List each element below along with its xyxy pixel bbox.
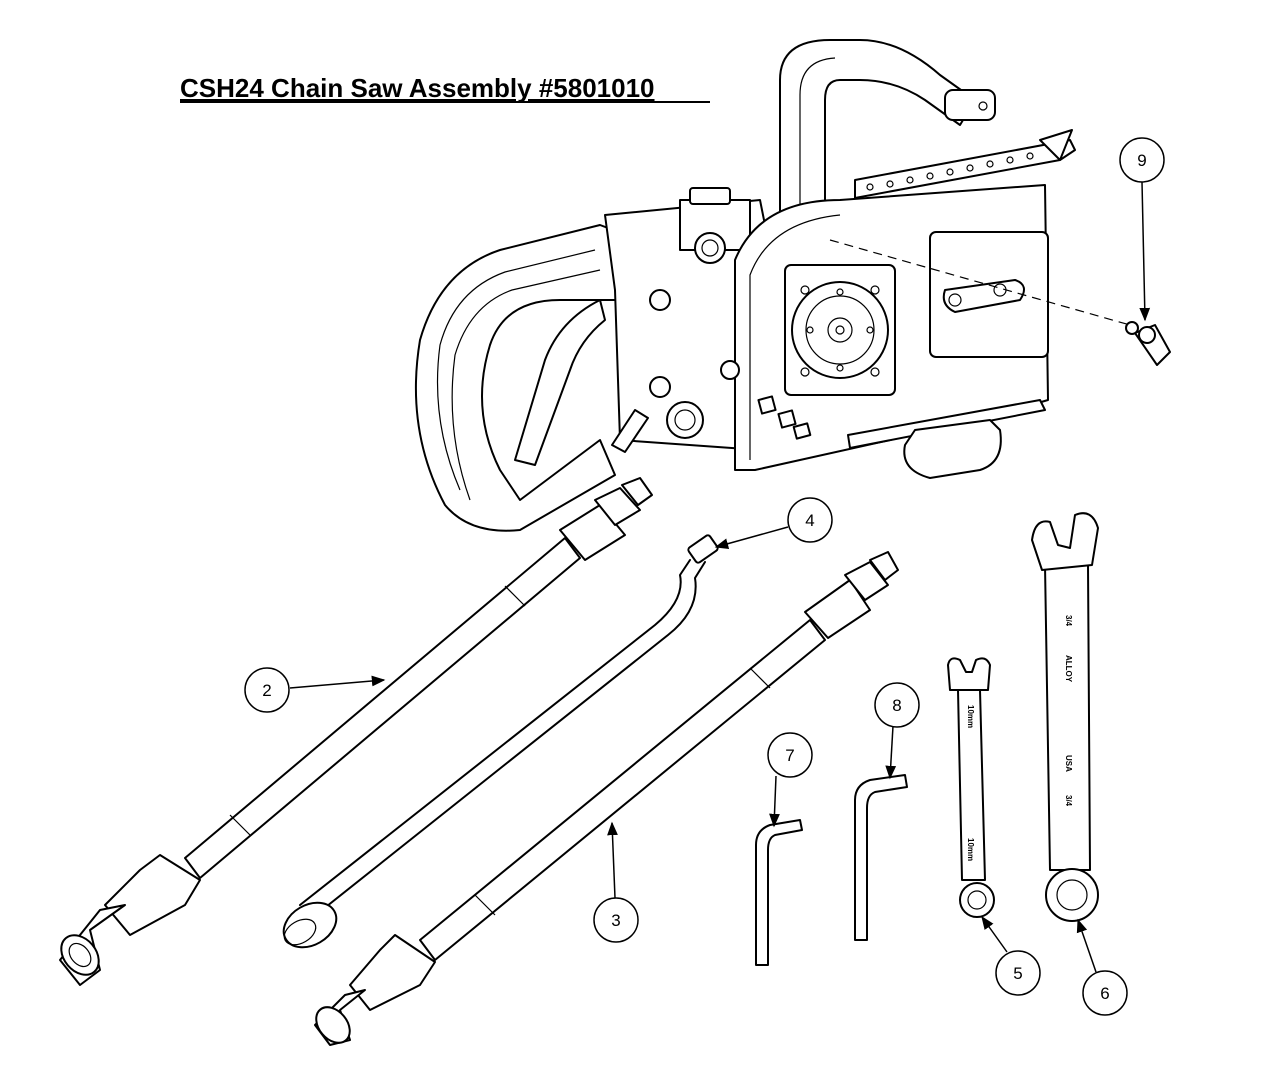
- callout-7: 7: [767, 732, 813, 828]
- chain-saw-body: [414, 39, 1076, 532]
- hydraulic-hose-part-2: [59, 477, 653, 986]
- wrench-large-origin: USA: [1064, 755, 1073, 772]
- callout-number-3: 3: [611, 911, 620, 930]
- wrench-large-brand: ALLOY: [1064, 655, 1073, 683]
- callout-2: 2: [244, 667, 386, 713]
- lube-line-part-4: [282, 534, 719, 949]
- diagram-title: CSH24 Chain Saw Assembly #5801010: [180, 73, 655, 103]
- callout-3: 3: [593, 821, 639, 943]
- callout-number-5: 5: [1013, 964, 1022, 983]
- assembly-line-9: [829, 239, 1131, 326]
- callout-4: 4: [714, 497, 833, 549]
- callout-9: 9: [1119, 137, 1165, 322]
- wrench-small-size-bottom: 10mm: [966, 838, 975, 861]
- wrench-part-6: 3/4 ALLOY USA 3/4: [1031, 512, 1099, 922]
- hydraulic-hose-part-3: [314, 551, 899, 1046]
- wrench-part-5: 10mm 10mm: [947, 657, 995, 918]
- hex-key-part-7: [755, 819, 803, 966]
- callout-number-4: 4: [805, 511, 814, 530]
- callout-8: 8: [874, 682, 920, 780]
- wrench-small-size-top: 10mm: [966, 705, 975, 728]
- hex-key-part-8: [854, 774, 908, 941]
- callout-5: 5: [981, 915, 1041, 996]
- callout-6: 6: [1076, 918, 1128, 1016]
- wrench-large-size-d: 3/4: [1064, 795, 1073, 807]
- callout-number-9: 9: [1137, 151, 1146, 170]
- callout-number-6: 6: [1100, 984, 1109, 1003]
- wrench-large-size-a: 3/4: [1064, 615, 1073, 627]
- callout-number-8: 8: [892, 696, 901, 715]
- bolt-part-9: [1125, 321, 1171, 366]
- callout-number-2: 2: [262, 681, 271, 700]
- callout-number-7: 7: [785, 746, 794, 765]
